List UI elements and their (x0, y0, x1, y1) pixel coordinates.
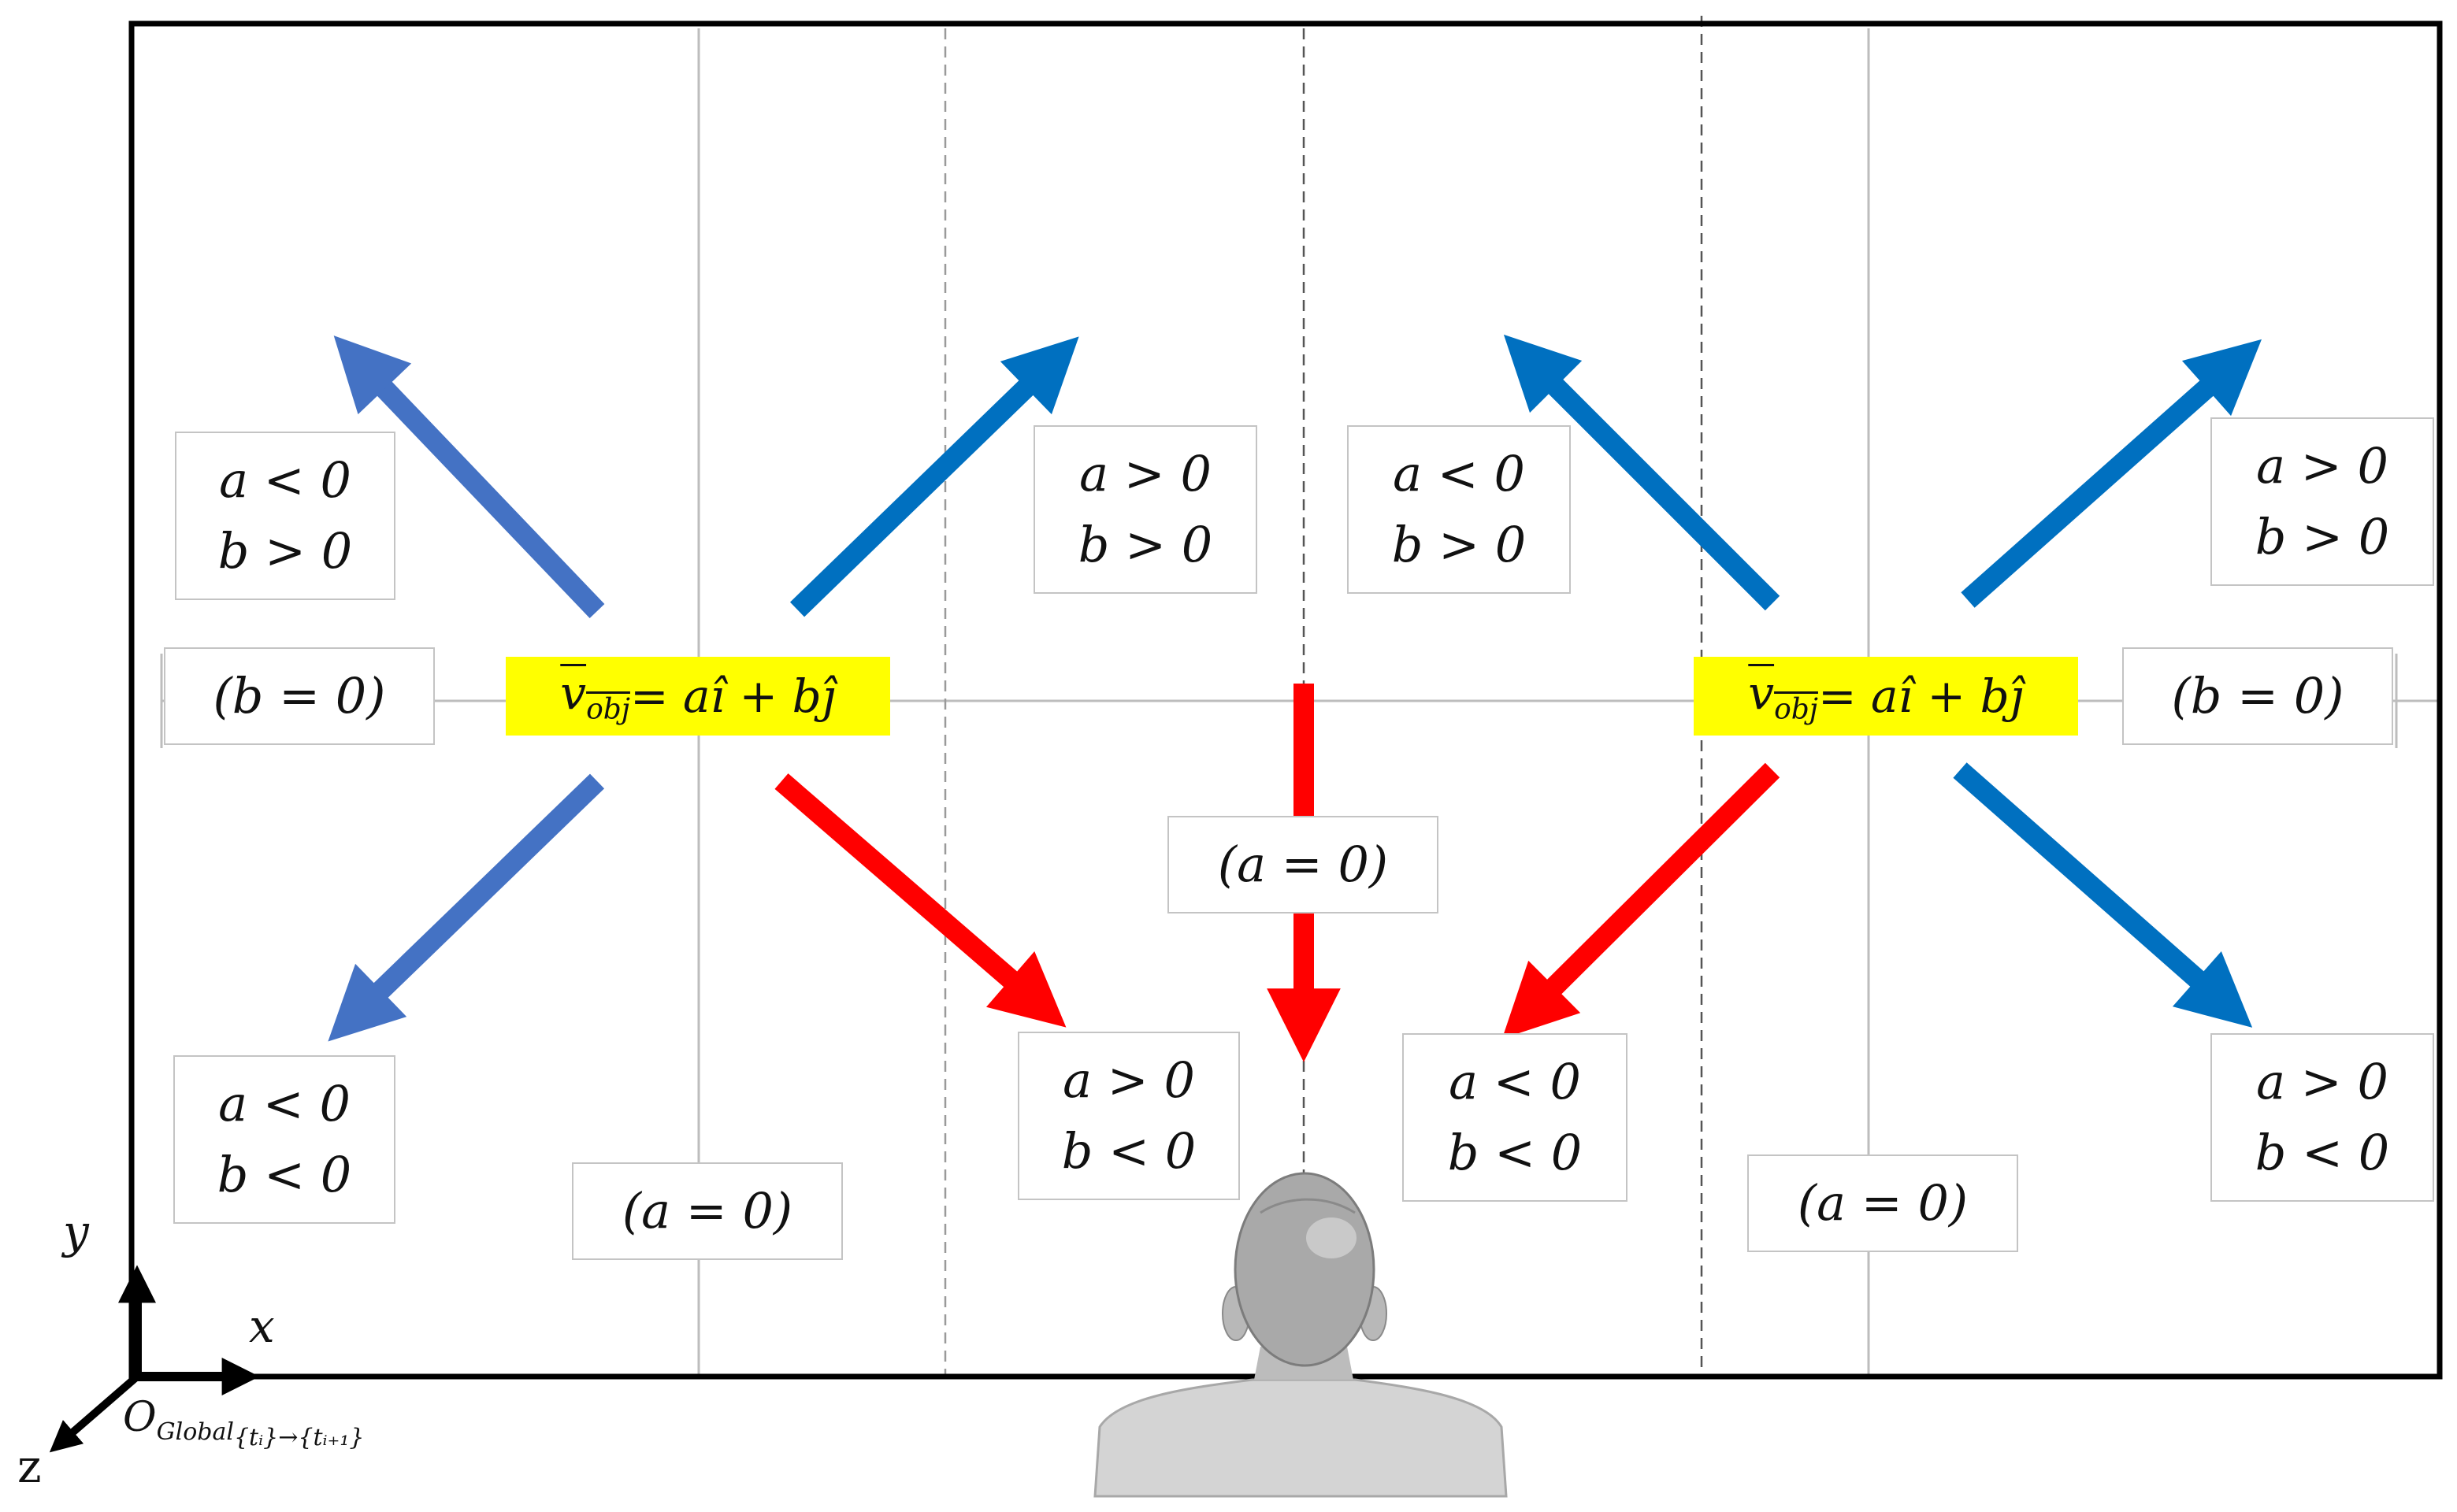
region-top-left-inner: a > 0 b > 0 (1034, 425, 1257, 594)
arrow-down-left-right (1501, 762, 1780, 1039)
origin-subscript: Global (156, 1418, 234, 1447)
velocity-rhs-left: = aî + bĵ (629, 669, 836, 723)
arrow-down-right-right (1953, 762, 2253, 1028)
region-top-right-inner-b: b > 0 (1391, 516, 1527, 573)
region-bottom-right-outer-b: b < 0 (2255, 1124, 2390, 1181)
region-bottom-left-outer: a < 0 b < 0 (173, 1055, 395, 1224)
label-a-zero-left: (a = 0) (572, 1162, 843, 1260)
label-b-zero-left: (b = 0) (164, 647, 435, 745)
label-a-zero-left-text: (a = 0) (622, 1182, 793, 1240)
region-bottom-left-outer-a: a < 0 (218, 1075, 351, 1132)
axis-z-label: z (17, 1440, 42, 1493)
region-bottom-left-inner-b: b < 0 (1061, 1122, 1197, 1180)
region-bottom-left-inner: a > 0 b < 0 (1018, 1032, 1240, 1200)
velocity-symbol-right: vobj (1748, 666, 1818, 726)
velocity-expression-right: vobj = aî + bĵ (1694, 657, 2078, 736)
region-top-left-inner-b: b > 0 (1078, 516, 1213, 573)
velocity-expression-left: vobj = aî + bĵ (506, 657, 890, 736)
label-a-zero-center-text: (a = 0) (1217, 836, 1389, 893)
label-a-zero-center: (a = 0) (1167, 816, 1438, 914)
region-top-right-outer: a > 0 b > 0 (2210, 417, 2434, 586)
arrow-up-left-left (333, 335, 605, 618)
region-top-left-inner-a: a > 0 (1079, 445, 1212, 502)
arrow-down-left-left (328, 773, 605, 1042)
region-top-left-outer-b: b > 0 (217, 522, 353, 580)
label-a-zero-right-text: (a = 0) (1797, 1174, 1969, 1232)
label-a-zero-right: (a = 0) (1747, 1154, 2018, 1252)
velocity-symbol-left: vobj (560, 666, 630, 726)
region-bottom-right-inner: a < 0 b < 0 (1402, 1033, 1627, 1202)
axis-y-label: y (63, 1205, 89, 1258)
label-b-zero-right: (b = 0) (2122, 647, 2393, 745)
region-top-right-inner: a < 0 b > 0 (1347, 425, 1571, 594)
label-b-zero-left-text: (b = 0) (213, 667, 386, 724)
region-top-left-outer-a: a < 0 (219, 451, 351, 509)
region-bottom-right-outer-a: a > 0 (2256, 1053, 2388, 1110)
origin-symbol: O (123, 1394, 157, 1441)
region-top-right-inner-a: a < 0 (1393, 445, 1525, 502)
axis-z-line (49, 1373, 140, 1453)
region-bottom-right-inner-b: b < 0 (1447, 1124, 1583, 1181)
arrow-up-right-left (789, 336, 1079, 617)
region-bottom-left-outer-b: b < 0 (217, 1146, 352, 1203)
arrow-up-right-right (1961, 339, 2262, 608)
region-top-right-outer-b: b > 0 (2255, 508, 2390, 565)
region-bottom-right-inner-a: a < 0 (1449, 1053, 1581, 1110)
velocity-rhs-right: = aî + bĵ (1817, 669, 2024, 723)
label-b-zero-right-text: (b = 0) (2171, 667, 2344, 724)
arrow-down-right-left (774, 773, 1067, 1028)
region-top-left-outer: a < 0 b > 0 (175, 432, 395, 600)
region-top-right-outer-a: a > 0 (2256, 437, 2388, 495)
region-bottom-left-inner-a: a > 0 (1063, 1051, 1195, 1109)
region-bottom-right-outer: a > 0 b < 0 (2210, 1033, 2434, 1202)
person-head-back-icon (1093, 1172, 1508, 1498)
arrow-up-left-right (1503, 334, 1780, 611)
origin-label: OGlobal{tᵢ}→{tᵢ₊₁} (123, 1394, 364, 1451)
axis-x-label: x (249, 1299, 275, 1353)
origin-subsubscript: {tᵢ}→{tᵢ₊₁} (233, 1424, 365, 1452)
